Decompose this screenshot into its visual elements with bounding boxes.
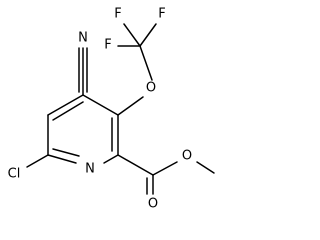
bond-c-o-ester [152,161,178,176]
nitrile-group: N [78,31,88,96]
atom-label-nitrile-n: N [78,31,88,46]
bond-c-f-top-left [123,23,141,47]
bond-c3-o [117,96,144,116]
structure-diagram: N O F F F N Cl O O [0,0,226,218]
atom-label-ring-n: N [85,162,95,177]
bond-c-f-top-right [139,23,157,47]
pyridine-ring [47,94,119,164]
atom-label-cl: Cl [8,167,21,182]
trifluoromethoxy-group: O F F F [104,7,166,116]
atom-label-f-left: F [104,38,111,53]
atom-label-f-top-left: F [114,7,121,22]
ring-bond-n-c6-inner [52,148,80,157]
bond-o-cf3 [139,45,153,81]
atom-label-f-top-right: F [158,7,165,22]
methyl-ester-group: O O [117,149,215,212]
ring-bond-c2-n [103,154,119,164]
ring-bond-c5-c4-inner [52,101,84,121]
bond-c2-ester-c [117,154,154,176]
canvas-background [0,0,226,218]
atom-label-carbonyl-o: O [148,197,158,212]
atom-label-ether-o: O [146,81,156,96]
bond-o-methyl [196,161,215,174]
ring-bond-c5-c4 [47,94,84,116]
bond-c6-cl [26,154,49,168]
ring-bond-c4-c3 [82,94,119,116]
ring-bond-n-c6 [47,154,77,164]
atom-label-ester-o: O [182,149,192,164]
